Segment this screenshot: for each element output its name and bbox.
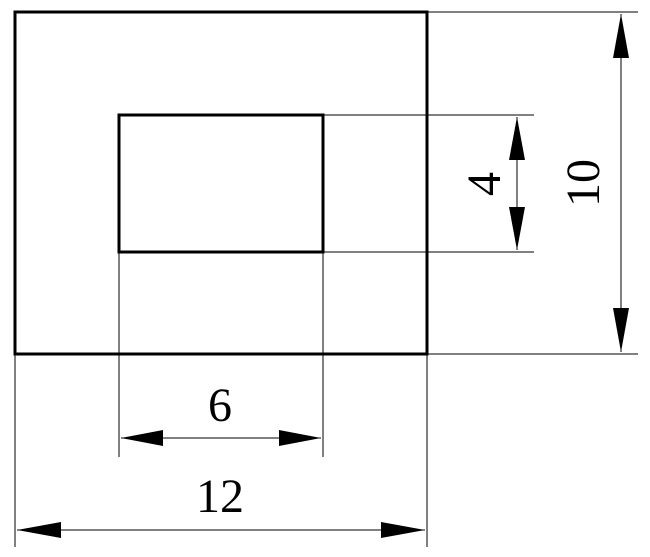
- arrowhead-inner-width-left: [121, 430, 163, 446]
- arrowhead-inner-width-right: [279, 430, 321, 446]
- arrowhead-inner-height-bottom: [509, 207, 525, 250]
- dimension-label-outer-height: 10: [557, 159, 610, 207]
- dimension-inner-width: 6: [121, 379, 321, 446]
- dimension-label-outer-width: 12: [196, 470, 244, 523]
- inner-rectangle: [117, 113, 325, 254]
- dimension-label-inner-width: 6: [208, 379, 232, 432]
- dimension-outer-width: 12: [17, 470, 425, 538]
- arrowhead-inner-height-top: [509, 117, 525, 160]
- dimension-outer-height: 10: [557, 14, 629, 352]
- dimension-label-inner-height: 4: [458, 172, 511, 196]
- dimension-inner-height: 4: [458, 117, 525, 250]
- arrowhead-outer-height-top: [613, 14, 629, 58]
- arrowhead-outer-width-right: [381, 522, 425, 538]
- arrowhead-outer-width-left: [17, 522, 61, 538]
- arrowhead-outer-height-bottom: [613, 308, 629, 352]
- outer-rectangle: [13, 10, 429, 356]
